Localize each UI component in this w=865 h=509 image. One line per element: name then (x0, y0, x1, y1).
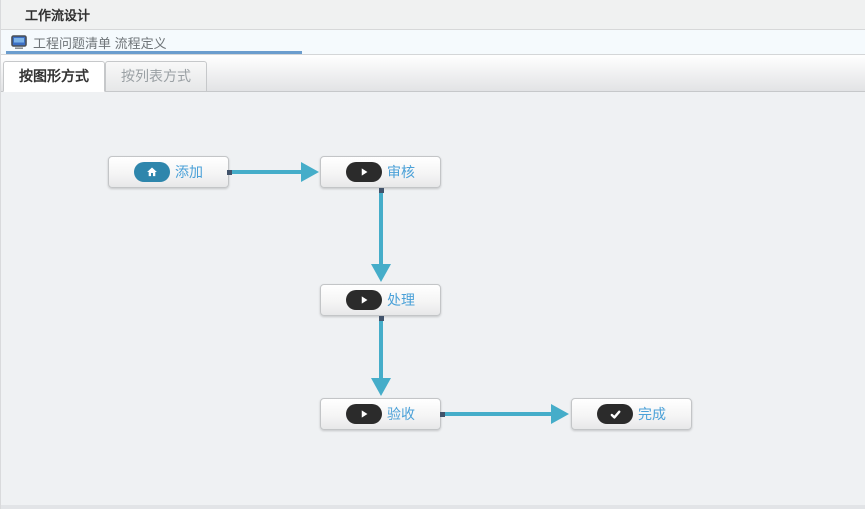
play-icon (346, 290, 382, 310)
edge-origin-dot (379, 316, 384, 321)
flow-node-review[interactable]: 审核 (320, 156, 441, 188)
flow-node-label: 完成 (638, 406, 666, 422)
flow-node-complete[interactable]: 完成 (571, 398, 692, 430)
flow-node-process[interactable]: 处理 (320, 284, 441, 316)
flow-canvas: 添加 审核处理验收 完成 (1, 93, 865, 505)
play-icon (346, 162, 382, 182)
window-bottom-edge (1, 505, 865, 509)
flow-node-label: 审核 (387, 164, 415, 180)
play-icon (346, 404, 382, 424)
breadcrumb-active-underline (6, 51, 302, 54)
arrow-head-icon (301, 162, 319, 182)
flow-node-add[interactable]: 添加 (108, 156, 229, 188)
flow-node-accept[interactable]: 验收 (320, 398, 441, 430)
flow-node-label: 添加 (175, 164, 203, 180)
tab-list-view[interactable]: 按列表方式 (105, 61, 207, 92)
edge-origin-dot (440, 412, 445, 417)
view-tab-bar: 按图形方式 按列表方式 (1, 55, 865, 92)
flow-node-label: 处理 (387, 292, 415, 308)
edge-origin-dot (379, 188, 384, 193)
title-bar: 工作流设计 (1, 0, 865, 30)
arrow-shaft (379, 189, 383, 266)
page-title: 工作流设计 (25, 8, 91, 23)
edge-origin-dot (227, 170, 232, 175)
breadcrumb-label: 工程问题清单 流程定义 (33, 35, 167, 51)
breadcrumb[interactable]: 工程问题清单 流程定义 (1, 30, 865, 55)
home-icon (134, 162, 170, 182)
arrow-head-icon (371, 264, 391, 282)
flow-node-label: 验收 (387, 406, 415, 422)
arrow-head-icon (551, 404, 569, 424)
monitor-icon (11, 34, 27, 50)
arrow-shaft (379, 317, 383, 380)
tab-graphic-view[interactable]: 按图形方式 (3, 61, 105, 92)
arrow-head-icon (371, 378, 391, 396)
arrow-shaft (442, 412, 553, 416)
check-icon (597, 404, 633, 424)
arrow-shaft (229, 170, 303, 174)
